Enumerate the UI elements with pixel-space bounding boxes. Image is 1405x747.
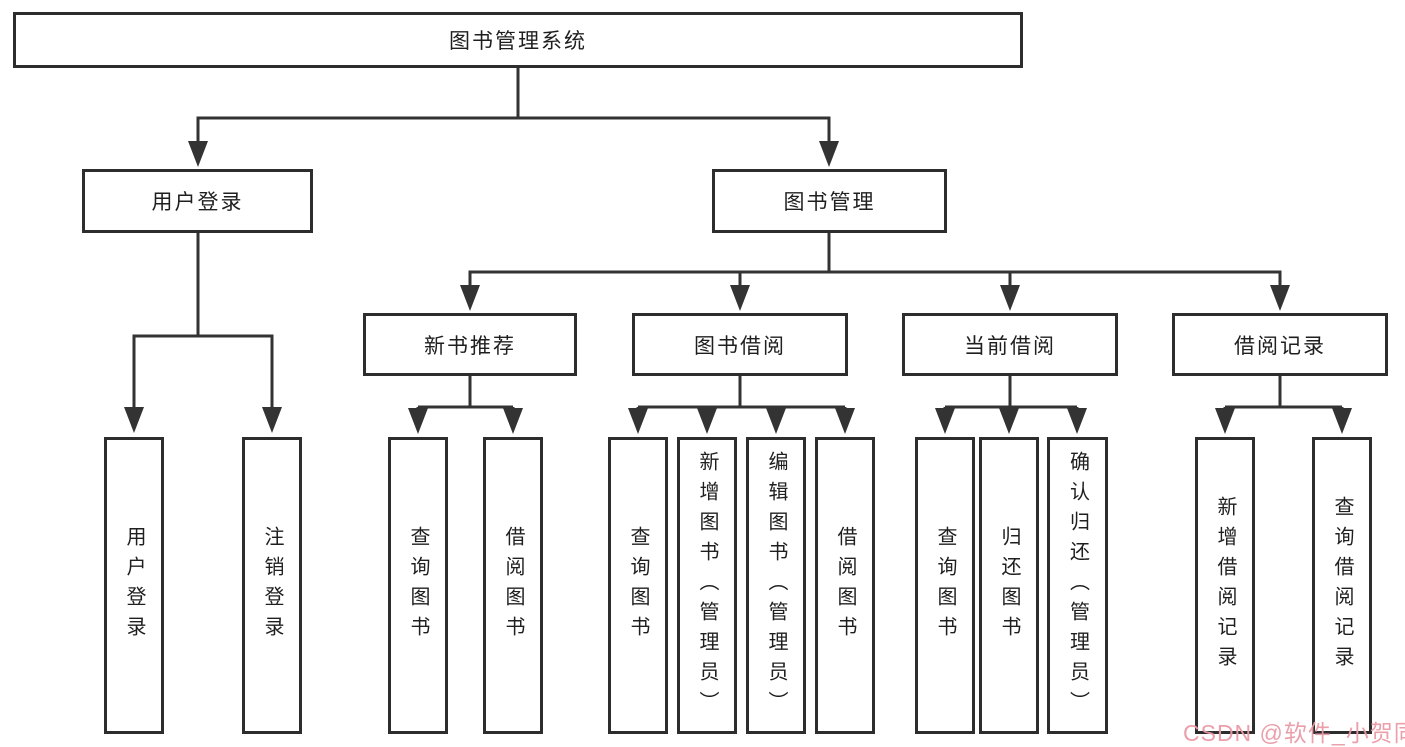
node-user-login-label: 用户登录 [151,191,244,214]
leaf-cb-return-books: 归还图书 [979,437,1039,734]
watermark: CSDN @软件_小贺同学 [1183,720,1405,746]
leaf-cb-confirm-return-admin: 确认归还（管理员） [1047,437,1108,734]
node-borrow-records-label: 借阅记录 [1234,334,1326,358]
node-book-borrow: 图书借阅 [632,313,848,376]
leaf-br-query-borrow-record-label: 查询借阅记录 [1331,495,1353,676]
leaf-logout: 注销登录 [242,437,302,734]
node-book-borrow-label: 图书借阅 [694,334,786,358]
connector-arrowheads [124,141,1352,434]
node-new-book-recommend: 新书推荐 [363,313,577,376]
leaf-cb-query-books-label: 查询图书 [934,525,956,646]
node-new-book-recommend-label: 新书推荐 [424,334,516,358]
leaf-user-login: 用户登录 [104,437,164,734]
node-book-management: 图书管理 [712,169,947,233]
leaf-bb-add-books-admin: 新增图书（管理员） [677,437,737,734]
leaf-bb-add-books-admin-label: 新增图书（管理员） [696,450,718,721]
node-book-management-label: 图书管理 [783,191,876,214]
leaf-cb-return-books-label: 归还图书 [998,525,1020,646]
node-root: 图书管理系统 [13,12,1023,68]
leaf-cb-query-books: 查询图书 [915,437,975,734]
node-current-borrow: 当前借阅 [902,313,1118,376]
leaf-bb-borrow-books: 借阅图书 [815,437,875,734]
leaf-nb-borrow-books-label: 借阅图书 [502,525,524,646]
leaf-bb-borrow-books-label: 借阅图书 [834,525,856,646]
leaf-br-query-borrow-record: 查询借阅记录 [1312,437,1372,734]
leaf-logout-label: 注销登录 [261,525,283,646]
leaf-br-add-borrow-record: 新增借阅记录 [1195,437,1255,734]
leaf-bb-query-books-label: 查询图书 [627,525,649,646]
leaf-bb-query-books: 查询图书 [608,437,668,734]
leaf-user-login-label: 用户登录 [123,525,145,646]
node-current-borrow-label: 当前借阅 [964,334,1056,358]
node-root-label: 图书管理系统 [449,30,587,53]
leaf-nb-query-books-label: 查询图书 [407,525,429,646]
leaf-bb-edit-books-admin-label: 编辑图书（管理员） [765,450,787,721]
leaf-br-add-borrow-record-label: 新增借阅记录 [1214,495,1236,676]
node-borrow-records: 借阅记录 [1172,313,1388,376]
leaf-bb-edit-books-admin: 编辑图书（管理员） [746,437,806,734]
leaf-nb-query-books: 查询图书 [388,437,448,734]
leaf-nb-borrow-books: 借阅图书 [483,437,543,734]
node-user-login: 用户登录 [82,169,313,233]
leaf-cb-confirm-return-admin-label: 确认归还（管理员） [1066,450,1089,721]
